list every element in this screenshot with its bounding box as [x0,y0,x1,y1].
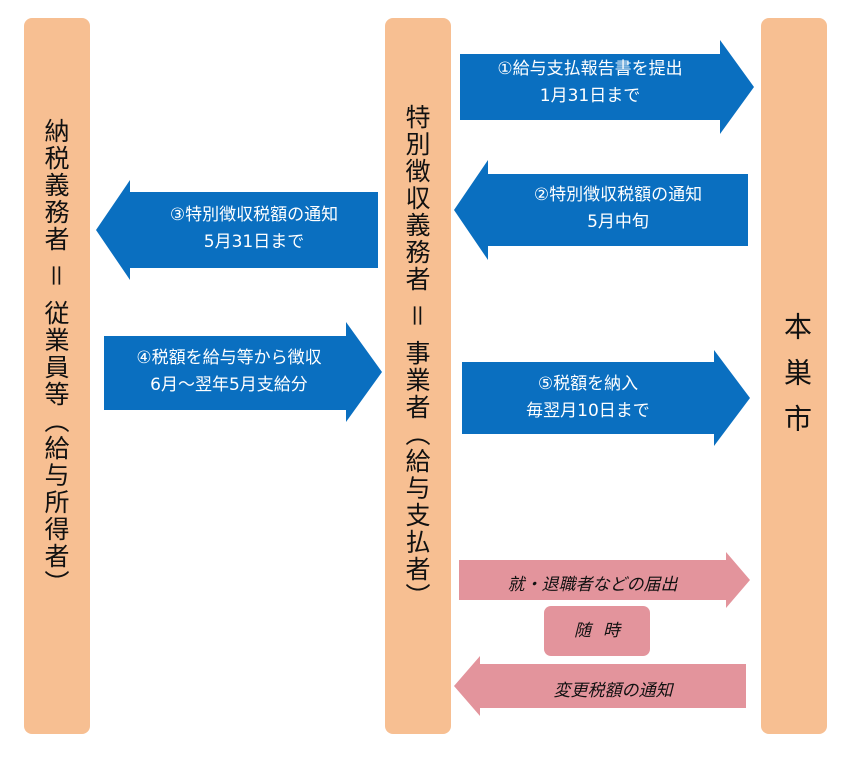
arrow-1-deadline: 1月31日まで [539,86,641,106]
arrow-collect-from-salary [104,322,382,422]
arrow-3-title: ③特別徴収税額の通知 [169,205,339,225]
withholding-agent-column [385,18,451,734]
arrow-5-title: ⑤税額を納入 [537,374,639,394]
taxpayer-column [24,18,90,734]
arrow-5-deadline: 毎翌月10日まで [526,401,650,421]
arrow-submit-report [460,40,754,134]
report-hire-retire-label: 就・退職者などの届出 [507,575,678,595]
anytime-label: 随時 [574,621,632,641]
arrow-pay-tax [462,350,750,446]
arrow-2-deadline: 5月中旬 [587,212,649,232]
arrow-2-title: ②特別徴収税額の通知 [533,185,703,205]
city-column [761,18,827,734]
arrow-3-deadline: 5月31日まで [203,232,305,252]
arrow-tax-notice-to-employer [454,160,748,260]
anytime-box [544,606,650,656]
arrow-report-hire-retire [459,552,750,608]
arrow-tax-notice-to-employee [96,180,378,280]
arrow-1-label: ①給与支払報告書を提出 1月31日まで [460,56,720,110]
taxpayer-label: 納税義務者 ＝ 従業員等（給与所得者） [41,118,70,597]
arrow-4-period: 6月～翌年5月支給分 [150,375,308,395]
changed-tax-notice-label: 変更税額の通知 [553,681,673,701]
city-label: 本巣市 [780,312,813,450]
arrow-5-label: ⑤税額を納入 毎翌月10日まで [462,371,714,425]
arrow-3-label: ③特別徴収税額の通知 5月31日まで [130,202,378,256]
arrow-2-label: ②特別徴収税額の通知 5月中旬 [488,182,748,236]
arrow-4-title: ④税額を給与等から徴収 [136,348,322,368]
withholding-agent-label: 特別徴収義務者 ＝ 事業者（給与支払者） [402,104,431,610]
arrow-4-label: ④税額を給与等から徴収 6月～翌年5月支給分 [104,345,354,399]
arrow-1-title: ①給与支払報告書を提出 [497,59,683,79]
arrow-changed-tax-notice [454,656,746,716]
